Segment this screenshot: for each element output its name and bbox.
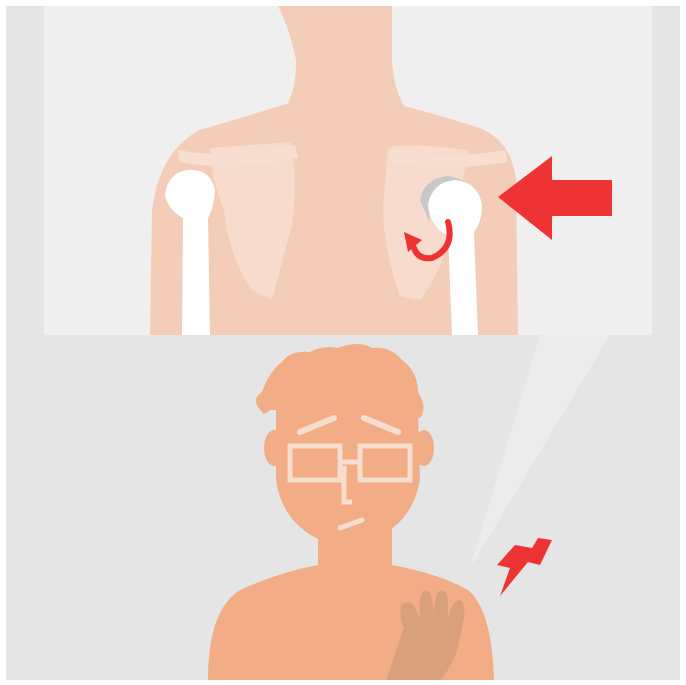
left-ear — [264, 430, 284, 466]
person-head — [276, 366, 420, 544]
right-ear — [414, 430, 434, 466]
inset-panel — [44, 6, 652, 335]
